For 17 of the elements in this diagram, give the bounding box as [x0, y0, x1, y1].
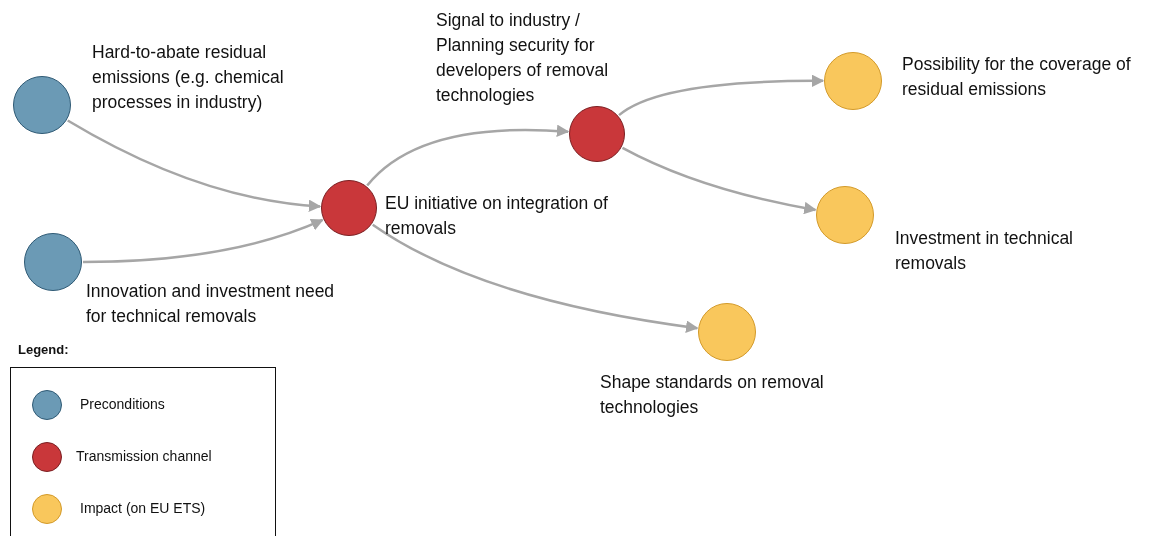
legend-title: Legend:	[18, 342, 69, 357]
node-caption: EU initiative on integration of removals	[385, 192, 609, 240]
node-caption: Innovation and investment need for technical removals	[86, 280, 336, 328]
arrow	[618, 74, 825, 117]
node-caption: Shape standards on removal technologies	[600, 371, 825, 419]
legend-label: Preconditions	[80, 396, 165, 412]
arrow	[372, 223, 699, 333]
arrow	[83, 218, 324, 264]
arrow	[366, 124, 570, 187]
legend-label: Transmission channel	[76, 448, 212, 464]
node-caption: Hard-to-abate residual emissions (e.g. chemical processes in industry)	[92, 41, 285, 114]
node-caption: Investment in technical removals	[895, 227, 1074, 275]
arrow	[67, 119, 322, 212]
arrow	[621, 146, 817, 215]
legend-label: Impact (on EU ETS)	[80, 500, 206, 516]
node-caption: Possibility for the coverage of residual emissions	[902, 53, 1132, 101]
node-caption: Signal to industry / Planning security for developers of removal technologies	[436, 9, 610, 107]
